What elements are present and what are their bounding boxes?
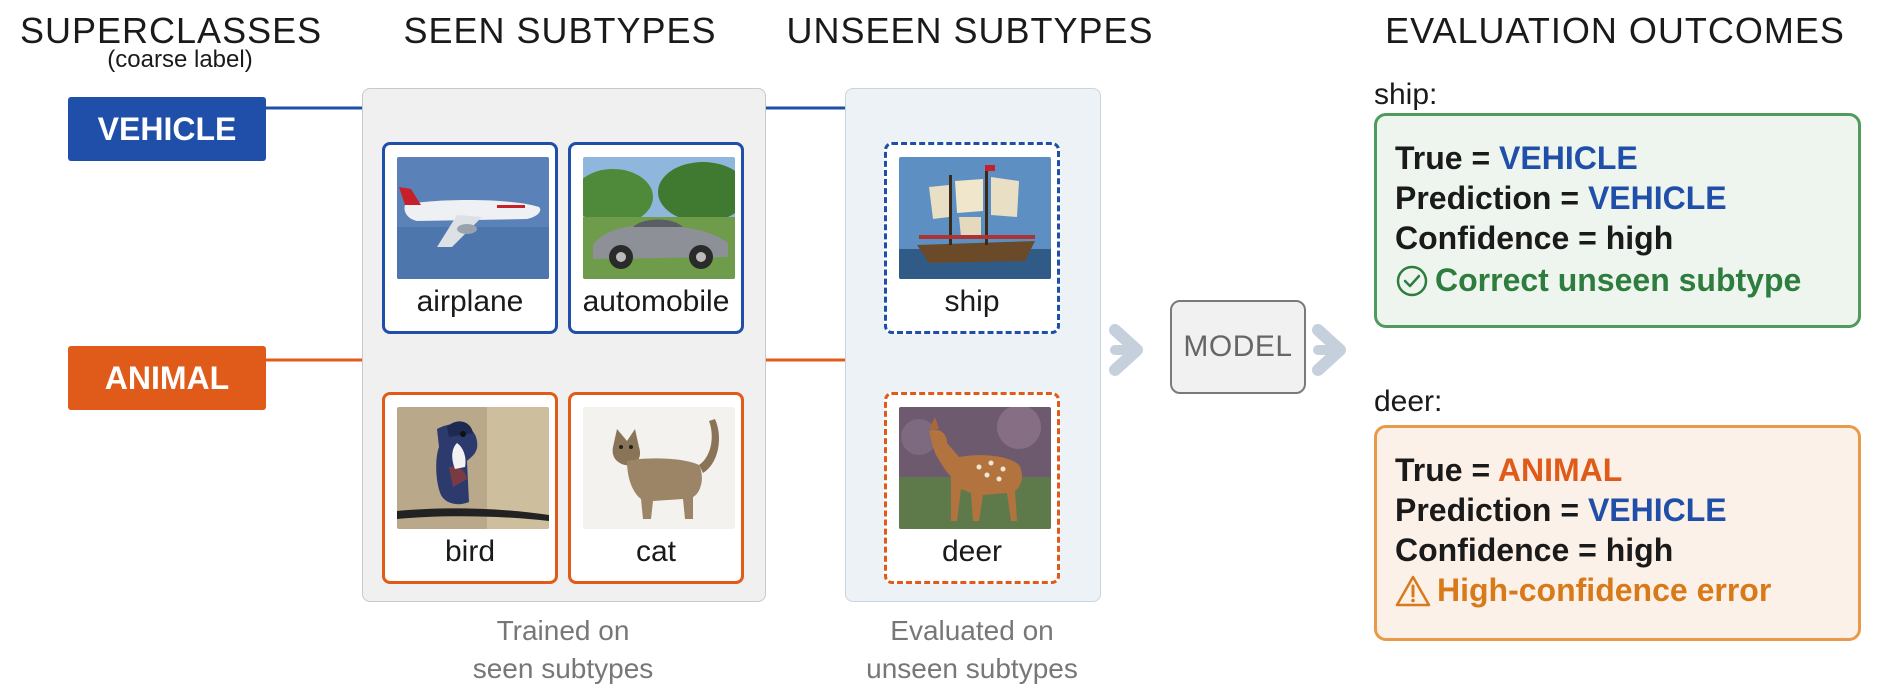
result-line: High-confidence error (1395, 572, 1771, 609)
subtype-card-cat: cat (568, 392, 744, 584)
true-value: VEHICLE (1499, 140, 1638, 176)
seen-caption-line: seen subtypes (472, 653, 654, 684)
seen-subtypes-header: SEEN SUBTYPES (403, 10, 717, 51)
subtype-label: automobile (582, 285, 730, 318)
confidence-line: Confidence = high (1395, 532, 1674, 568)
car-photo (583, 157, 735, 279)
true-prefix: True = (1395, 140, 1500, 176)
superclass-animal: ANIMAL (68, 346, 266, 410)
unseen-caption: Evaluated on unseen subtypes (820, 612, 1124, 688)
unseen-caption-line: unseen subtypes (866, 653, 1078, 684)
true-prefix: True = (1395, 452, 1498, 488)
subtype-label: cat (635, 535, 677, 568)
subtype-card-bird: bird (382, 392, 558, 584)
seen-caption: Trained on seen subtypes (410, 612, 716, 688)
true-label-line: True = VEHICLE (1395, 140, 1638, 177)
outcome-title-deer: deer: (1374, 385, 1443, 418)
subtype-card-deer: deer (884, 392, 1060, 584)
model-box: MODEL (1170, 300, 1306, 394)
confidence-line: Confidence = high (1395, 220, 1674, 256)
true-value: ANIMAL (1497, 452, 1623, 488)
prediction-value: VEHICLE (1587, 180, 1727, 216)
outcome-box-deer: True = ANIMAL Prediction = VEHICLE Confi… (1374, 425, 1861, 641)
subtype-card-airplane: airplane (382, 142, 558, 334)
prediction-line: Prediction = VEHICLE (1395, 492, 1727, 529)
superclass-vehicle: VEHICLE (68, 97, 266, 161)
unseen-caption-line: Evaluated on (890, 615, 1054, 646)
deer-photo (899, 407, 1051, 529)
outcome-title-ship: ship: (1374, 78, 1438, 111)
result-text: High-confidence error (1437, 572, 1772, 608)
subtype-label: bird (444, 535, 496, 568)
subtype-label: ship (944, 285, 1000, 318)
seen-caption-line: Trained on (496, 615, 630, 646)
airplane-photo (397, 157, 549, 279)
subtype-label: deer (941, 535, 1003, 568)
result-text: Correct unseen subtype (1435, 262, 1802, 298)
superclasses-header: SUPERCLASSES (20, 10, 323, 51)
subtype-card-ship: ship (884, 142, 1060, 334)
true-label-line: True = ANIMAL (1395, 452, 1622, 489)
bird-photo (397, 407, 549, 529)
subtype-card-automobile: automobile (568, 142, 744, 334)
prediction-line: Prediction = VEHICLE (1395, 180, 1727, 217)
subtype-label: airplane (416, 285, 524, 318)
unseen-subtypes-header: UNSEEN SUBTYPES (786, 10, 1154, 51)
prediction-prefix: Prediction = (1395, 492, 1588, 528)
superclasses-subheader: (coarse label) (107, 46, 253, 73)
outcome-box-ship: True = VEHICLE Prediction = VEHICLE Conf… (1374, 113, 1861, 328)
evaluation-outcomes-header: EVALUATION OUTCOMES (1385, 10, 1845, 51)
result-line: Correct unseen subtype (1395, 262, 1801, 299)
prediction-value: VEHICLE (1587, 492, 1727, 528)
prediction-prefix: Prediction = (1395, 180, 1588, 216)
warning-triangle-icon (1395, 575, 1431, 606)
cat-photo (583, 407, 735, 529)
check-circle-icon (1396, 265, 1428, 296)
ship-photo (899, 157, 1051, 279)
